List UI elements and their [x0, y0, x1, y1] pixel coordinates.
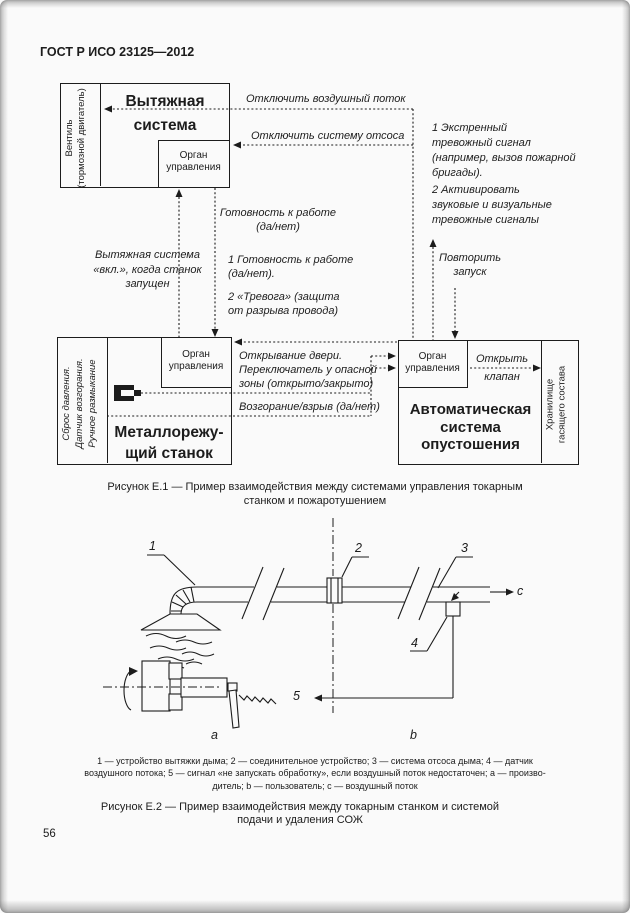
label-ready-status: Готовность к работе(да/нет) [219, 207, 337, 233]
callout-leaders [147, 554, 473, 652]
callout-4: 4 [411, 636, 418, 650]
figure-e2-caption-line1: Рисунок Е.2 — Пример взаимодействия межд… [100, 801, 500, 813]
standard-header: ГОСТ Р ИСО 23125—2012 [40, 45, 195, 59]
callout-3: 3 [461, 541, 468, 555]
page-number: 56 [43, 828, 56, 840]
lathe-chuck-assembly [141, 660, 277, 729]
exhaust-control-unit: Орган управления [157, 139, 230, 188]
machine-tool-box: Сброс давления.Датчик возгорания.Ручное … [57, 336, 232, 465]
label-open-valve-1: Открыть [475, 353, 529, 365]
callout-c: c [517, 584, 524, 598]
airflow-sensor [314, 591, 461, 702]
figure-e2-caption-line2: подачи и удаления СОЖ [237, 814, 363, 826]
callout-1: 1 [149, 539, 156, 553]
machine-control-unit: Орган управления [160, 336, 232, 388]
machine-sensors-compartment: Сброс давления.Датчик возгорания.Ручное … [58, 338, 108, 463]
label-cutoff-airflow: Отключить воздушный поток [246, 93, 406, 105]
airflow-out-arrow [490, 588, 514, 596]
exhaust-elbow-hood [140, 586, 222, 631]
callout-5: 5 [293, 689, 300, 703]
callout-b: b [410, 728, 417, 742]
emptying-control-unit: Орган управления [397, 339, 468, 388]
callout-a: a [211, 728, 218, 742]
label-cutoff-suction: Отключить систему отсоса [251, 130, 405, 142]
label-fire-explosion: Возгорание/взрыв (да/нет) [239, 401, 380, 413]
figure-e2-legend: 1 — устройство вытяжки дыма; 2 — соедини… [84, 756, 546, 791]
label-signal-ready: 1 Готовность к работе(да/нет). [228, 254, 354, 280]
callout-2: 2 [355, 541, 362, 555]
figure-e1-caption-line2: станком и пожаротушением [243, 495, 387, 507]
pipe-coupling [326, 577, 343, 604]
machine-sensors-label: Сброс давления.Датчик возгорания.Ручное … [61, 358, 98, 449]
rotation-arrow [123, 667, 138, 711]
fig2-drawing [123, 554, 514, 729]
valve-compartment-label: Вентиль(тормозной двигатель) [64, 88, 87, 188]
valve-compartment: Вентиль(тормозной двигатель) [61, 84, 101, 188]
label-door-switch: Открывание двери.Переключатель у опасной… [239, 350, 377, 390]
figure-e1-caption-line1: Рисунок Е.1 — Пример взаимодействия межд… [107, 481, 523, 493]
label-open-valve-2: клапан [484, 371, 520, 383]
machine-tool-title: Металлорежу-щий станок [114, 424, 224, 462]
